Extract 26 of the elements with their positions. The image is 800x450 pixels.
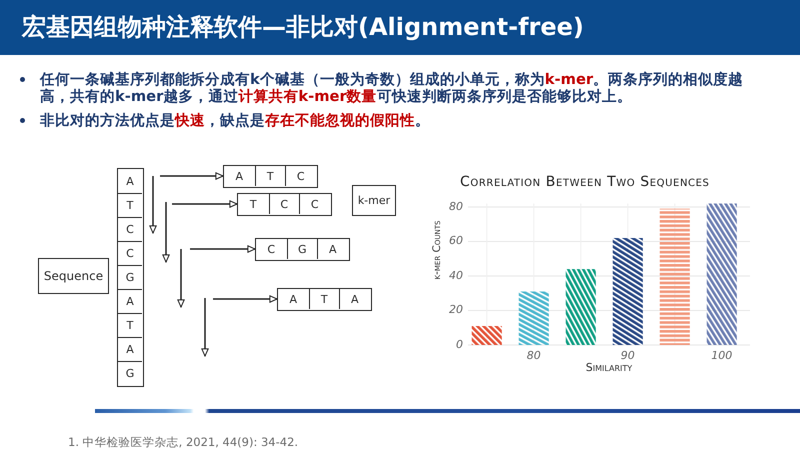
tick-label: 60 xyxy=(448,234,463,248)
kmer-box xyxy=(223,165,318,188)
footnote: 1. 中华检验医学杂志, 2021, 44(9): 34-42. xyxy=(68,435,298,449)
axis-title: k-mer Counts xyxy=(431,220,443,280)
kmer-box xyxy=(277,288,372,311)
tick-label: 90 xyxy=(620,349,636,362)
arrow xyxy=(172,200,238,208)
arrow xyxy=(160,172,224,180)
tick-label: 40 xyxy=(448,268,463,283)
axis-title: Similarity xyxy=(584,361,634,374)
kmer-box xyxy=(237,193,332,216)
arrow xyxy=(190,245,256,253)
tick-label: 80 xyxy=(526,349,542,363)
sequence-column xyxy=(117,168,144,387)
arrow xyxy=(213,295,278,303)
text-box: Sequence xyxy=(38,258,109,294)
tick-label: 100 xyxy=(710,349,734,363)
text-box: k-mer xyxy=(352,185,396,216)
chart-title: Correlation Between Two Sequences xyxy=(460,174,710,190)
title-bar: 宏基因组物种注释软件—非比对(Alignment-free) xyxy=(0,0,800,55)
tick-label: 0 xyxy=(455,338,463,352)
tick-label: 20 xyxy=(448,303,463,318)
kmer-box xyxy=(255,238,350,261)
bullet-text: 任何一条碱基序列都能拆分成有k个碱基（一般为奇数）组成的小单元，称为k-mer。两条序列的相似度越高，共有的k-mer越多，通过计算共有k-mer数量可快速判断两条序列是否能够比对上。 xyxy=(40,71,744,105)
bullet-text: 非比对的方法优点是快速，缺点是存在不能忽视的假阳性。 xyxy=(40,112,431,129)
tick-label: 80 xyxy=(448,200,463,214)
